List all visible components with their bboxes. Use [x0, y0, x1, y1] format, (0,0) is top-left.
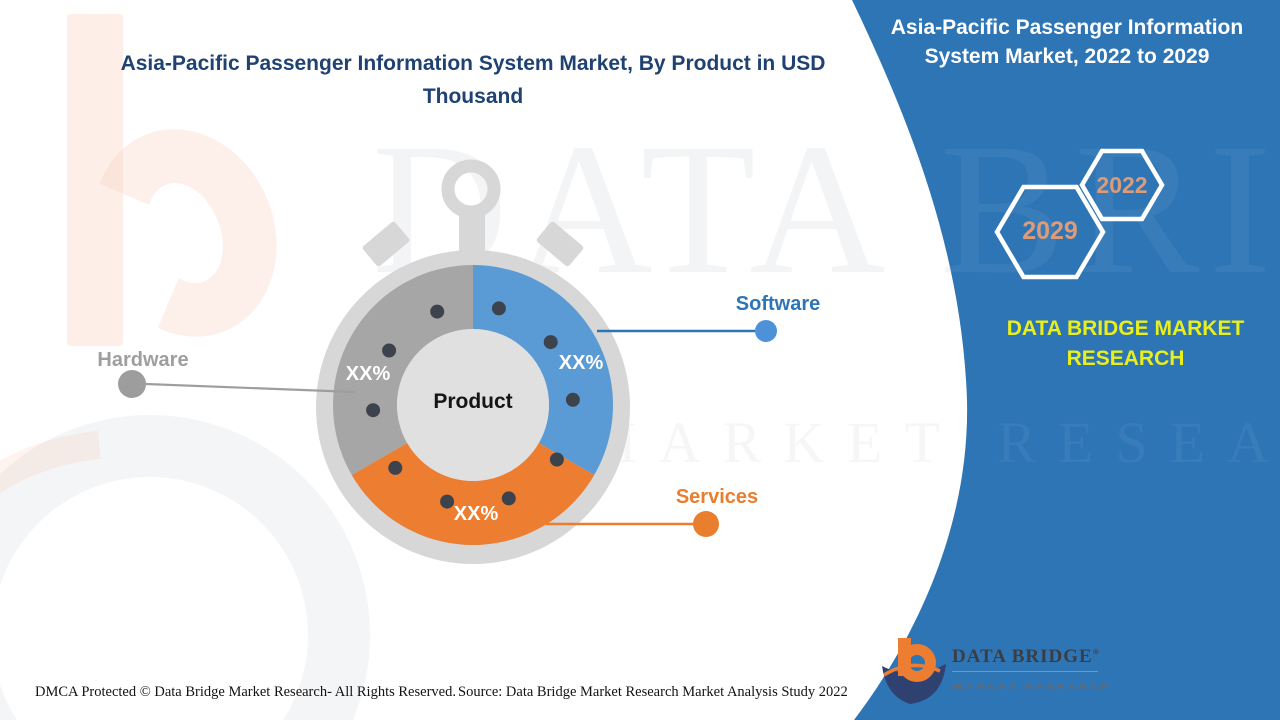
dbmr-logo-subtitle: MARKET RESEARCH [953, 681, 1113, 693]
donut-center-label: Product [433, 390, 513, 413]
footer-source-text: Source: Data Bridge Market Research Mark… [458, 684, 848, 700]
dbmr-logo-name: DATA BRIDGE® [952, 646, 1100, 672]
segment-label-hardware: Hardware [97, 349, 189, 371]
hardware-callout-dot [118, 370, 146, 398]
dbmr-b-logo-watermark-bar [67, 14, 123, 346]
footer-dmca-text: DMCA Protected © Data Bridge Market Rese… [35, 684, 456, 700]
logo-b-bowl [898, 644, 936, 682]
registered-mark: ® [1092, 647, 1100, 657]
software-callout-dot [755, 320, 777, 342]
segment-value-hardware: XX% [345, 363, 391, 385]
hardware-callout-line [145, 382, 356, 394]
dbmr-logo-icon [882, 638, 946, 704]
stopwatch [316, 159, 630, 564]
donut-segment-software [473, 265, 613, 475]
donut-segment-services [351, 443, 595, 545]
segment-label-software: Software [735, 293, 821, 315]
hexagon-year-2022: 2022 [1096, 172, 1148, 198]
dbmr-logo-name-text: DATA BRIDGE [952, 646, 1093, 667]
segment-label-services: Services [675, 486, 759, 508]
stopwatch-left-button [362, 221, 410, 267]
logo-swoosh-orange [883, 663, 941, 677]
banner-title: Asia-Pacific Passenger Information Syste… [890, 16, 1244, 68]
hexagon-2029 [994, 184, 1106, 280]
donut-center-disc [397, 329, 549, 481]
segment-value-services: XX% [453, 503, 499, 525]
hexagon-2022 [1079, 148, 1165, 222]
page-title: Asia-Pacific Passenger Information Syste… [120, 52, 826, 108]
services-callout-dot [693, 511, 719, 537]
brand-tagline: DATA BRIDGE MARKET RESEARCH [1006, 317, 1245, 370]
stopwatch-stem [459, 206, 485, 256]
banner-panel [852, 0, 1280, 720]
donut-tick-dots [366, 301, 580, 509]
hexagon-year-2029: 2029 [1022, 217, 1078, 245]
stopwatch-right-button [536, 221, 584, 267]
segment-value-software: XX% [558, 352, 604, 374]
